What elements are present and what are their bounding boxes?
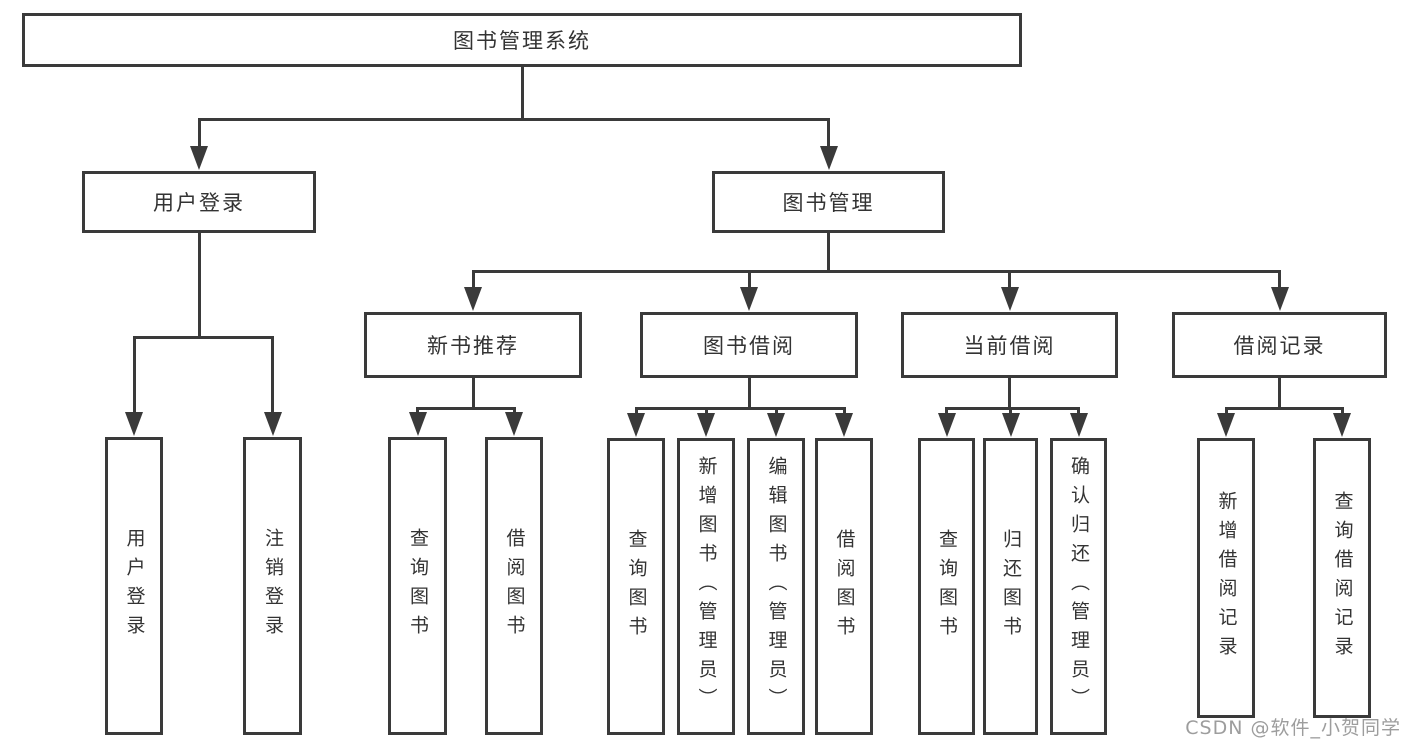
connector-line	[520, 67, 524, 121]
connector-line	[197, 118, 830, 121]
arrow-down-icon	[408, 412, 427, 436]
connector-line	[827, 233, 830, 273]
connector-line	[471, 270, 1281, 273]
connector-line	[1278, 270, 1281, 292]
arrow-down-icon	[1217, 413, 1235, 437]
node-leaf-cb-query-books: 查询图书	[918, 438, 975, 735]
connector-line	[704, 407, 708, 418]
node-leaf-bb-query-books: 查询图书	[607, 438, 665, 735]
node-leaf-cb-confirm-return: 确认归还（管理员）	[1050, 438, 1107, 735]
arrow-down-icon	[1000, 287, 1019, 311]
node-new-book-rec: 新书推荐	[364, 312, 582, 378]
connector-line	[1278, 378, 1281, 410]
arrow-down-icon	[819, 146, 838, 170]
arrow-down-icon	[697, 413, 715, 437]
arrow-down-icon	[740, 287, 758, 311]
connector-line	[197, 233, 201, 339]
connector-line	[747, 378, 751, 410]
connector-line	[747, 270, 751, 292]
node-leaf-nbr-query-books: 查询图书	[388, 437, 447, 735]
arrow-down-icon	[505, 412, 523, 436]
connector-line	[416, 407, 516, 410]
connector-line	[634, 407, 846, 410]
node-leaf-cb-return-books: 归还图书	[983, 438, 1038, 735]
watermark: CSDN @软件_小贺同学	[1185, 717, 1401, 739]
connector-line	[945, 407, 1080, 410]
connector-line	[1224, 407, 1344, 410]
node-leaf-br-add-record: 新增借阅记录	[1197, 438, 1255, 718]
arrow-down-icon	[1069, 413, 1088, 437]
connector-line	[1008, 378, 1011, 410]
arrow-down-icon	[125, 412, 143, 436]
connector-line	[634, 407, 638, 418]
connector-line	[1224, 407, 1228, 418]
connector-line	[1340, 407, 1344, 418]
connector-line	[471, 270, 475, 292]
node-leaf-nbr-borrow-books: 借阅图书	[485, 437, 543, 735]
arrow-down-icon	[835, 413, 853, 437]
node-leaf-bb-edit-books: 编辑图书（管理员）	[747, 438, 805, 735]
connector-line	[1009, 407, 1012, 418]
arrow-down-icon	[263, 412, 282, 436]
node-root: 图书管理系统	[22, 13, 1022, 67]
node-leaf-br-query-record: 查询借阅记录	[1313, 438, 1371, 718]
arrow-down-icon	[627, 413, 645, 437]
node-user-login: 用户登录	[82, 171, 316, 233]
node-leaf-user-login: 用户登录	[105, 437, 163, 735]
arrow-down-icon	[937, 413, 956, 437]
connector-line	[774, 407, 778, 418]
node-book-mgmt: 图书管理	[712, 171, 945, 233]
connector-line	[1077, 407, 1080, 418]
connector-line	[945, 407, 948, 418]
connector-line	[471, 378, 475, 410]
connector-line	[827, 118, 830, 151]
connector-line	[1008, 270, 1011, 292]
arrow-down-icon	[1001, 413, 1020, 437]
connector-line	[132, 336, 136, 417]
connector-line	[271, 336, 274, 417]
node-leaf-logout: 注销登录	[243, 437, 302, 735]
arrow-down-icon	[464, 287, 482, 311]
arrow-down-icon	[1333, 413, 1351, 437]
node-current-borrow: 当前借阅	[901, 312, 1118, 378]
node-borrow-records: 借阅记录	[1172, 312, 1387, 378]
connector-line	[197, 118, 201, 151]
arrow-down-icon	[767, 413, 785, 437]
node-leaf-bb-borrow-books: 借阅图书	[815, 438, 873, 735]
node-book-borrow: 图书借阅	[640, 312, 858, 378]
arrow-down-icon	[1270, 287, 1289, 311]
node-leaf-bb-add-books: 新增图书（管理员）	[677, 438, 735, 735]
connector-line	[842, 407, 846, 418]
arrow-down-icon	[190, 146, 208, 170]
connector-line	[132, 336, 274, 339]
